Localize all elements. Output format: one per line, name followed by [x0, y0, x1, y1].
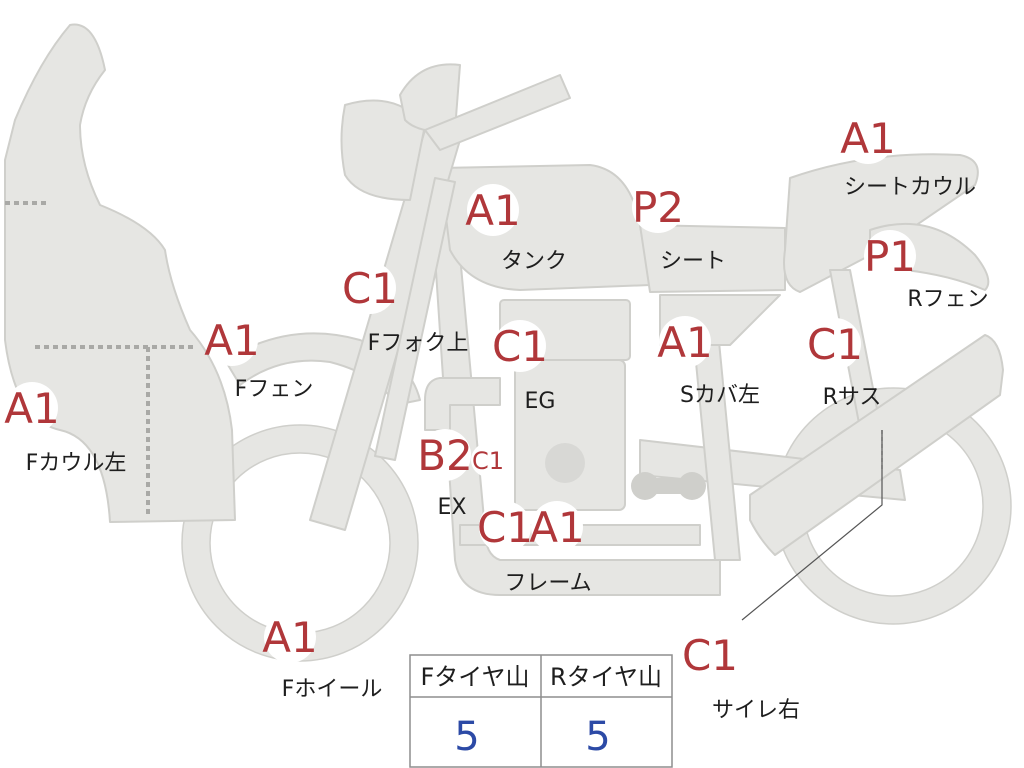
grade-badge [684, 629, 736, 681]
grade-text: C1 [342, 264, 398, 313]
part-label: EG [525, 389, 556, 414]
grade-badge [632, 181, 684, 233]
grade-text: A1 [465, 186, 520, 235]
part-label: Sカバ左 [680, 383, 760, 408]
marker-frame-c1[interactable]: C1 [477, 501, 533, 553]
marker-fcowl-left[interactable]: A1 Fカウル左 [4, 382, 126, 476]
part-label: Rサス [823, 385, 882, 410]
part-label: Rフェン [907, 287, 988, 312]
grade-badge [471, 443, 505, 477]
grade-text: B2 [417, 431, 473, 480]
part-label: EX [438, 495, 467, 520]
grade-text: C1 [472, 447, 504, 475]
marker-frame[interactable]: A1 フレーム [504, 501, 592, 596]
marker-ffender[interactable]: A1 Fフェン [204, 314, 313, 402]
front-tire-value: 5 [454, 714, 479, 760]
rear-tire-header: Rタイヤ山 [550, 663, 662, 691]
marker-scover-left[interactable]: A1 Sカバ左 [657, 316, 760, 408]
grade-badge [206, 314, 258, 366]
marker-exhaust-sub[interactable]: C1 [471, 443, 505, 477]
grade-badge [419, 429, 471, 481]
part-label: サイレ右 [712, 698, 800, 723]
silencer-shape [749, 334, 1004, 556]
marker-fwheel[interactable]: A1 Fホイール [262, 611, 382, 702]
leader-lines [741, 430, 883, 621]
motorcycle-silhouette [4, 23, 1012, 662]
grade-text: A1 [4, 384, 59, 433]
grade-text: C1 [807, 320, 863, 369]
part-label: フレーム [504, 571, 591, 596]
grade-text: A1 [204, 316, 259, 365]
grade-badge [659, 316, 711, 368]
part-label: Fカウル左 [26, 451, 127, 476]
grade-badge [842, 112, 894, 164]
grade-text: P2 [632, 183, 684, 232]
grade-text: A1 [657, 318, 712, 367]
marker-exhaust[interactable]: B2 EX [417, 429, 473, 520]
marker-rsus[interactable]: C1 Rサス [807, 318, 881, 410]
marker-ffork-upper[interactable]: C1 Fフォク上 [342, 262, 468, 356]
grade-text: A1 [262, 613, 317, 662]
marker-tank[interactable]: A1 タンク [465, 184, 567, 274]
grade-text: P1 [864, 232, 916, 281]
handlebar-shape [424, 74, 571, 151]
part-label: シート [660, 249, 726, 274]
marker-silencer-right[interactable]: C1 サイレ右 [682, 629, 800, 723]
part-label: Fフェン [235, 377, 314, 402]
grade-badge [531, 501, 583, 553]
front-tire-header: Fタイヤ山 [420, 663, 529, 691]
part-label: Fフォク上 [368, 331, 469, 356]
grade-badge [6, 382, 58, 434]
part-label: シートカウル [844, 175, 976, 200]
part-label: タンク [501, 249, 567, 274]
grade-text: A1 [529, 503, 584, 552]
grade-text: C1 [492, 322, 548, 371]
grade-text: C1 [682, 631, 738, 680]
exhaust-shape [424, 377, 501, 431]
part-label: Fホイール [282, 677, 383, 702]
grade-badge [864, 230, 916, 282]
seat-shape [639, 224, 786, 293]
marker-rfender[interactable]: P1 Rフェン [864, 230, 989, 312]
grade-badge [264, 611, 316, 663]
grade-badge [344, 262, 396, 314]
front-cowl-shape [4, 23, 236, 523]
grade-badge [479, 501, 531, 553]
grade-text: C1 [477, 503, 533, 552]
marker-engine[interactable]: C1 EG [492, 320, 556, 414]
marker-seat-cowl[interactable]: A1 シートカウル [840, 112, 976, 200]
grade-badge [809, 318, 861, 370]
headlight-shape [340, 99, 426, 201]
grade-text: A1 [840, 114, 895, 163]
seat-cowl-shape [783, 153, 979, 293]
marker-seat[interactable]: P2 シート [632, 181, 726, 274]
rear-tire-value: 5 [585, 714, 610, 760]
grade-badge [494, 320, 546, 372]
grade-badge [467, 184, 519, 236]
tire-tread-table: Fタイヤ山 Rタイヤ山 5 5 [409, 654, 673, 768]
